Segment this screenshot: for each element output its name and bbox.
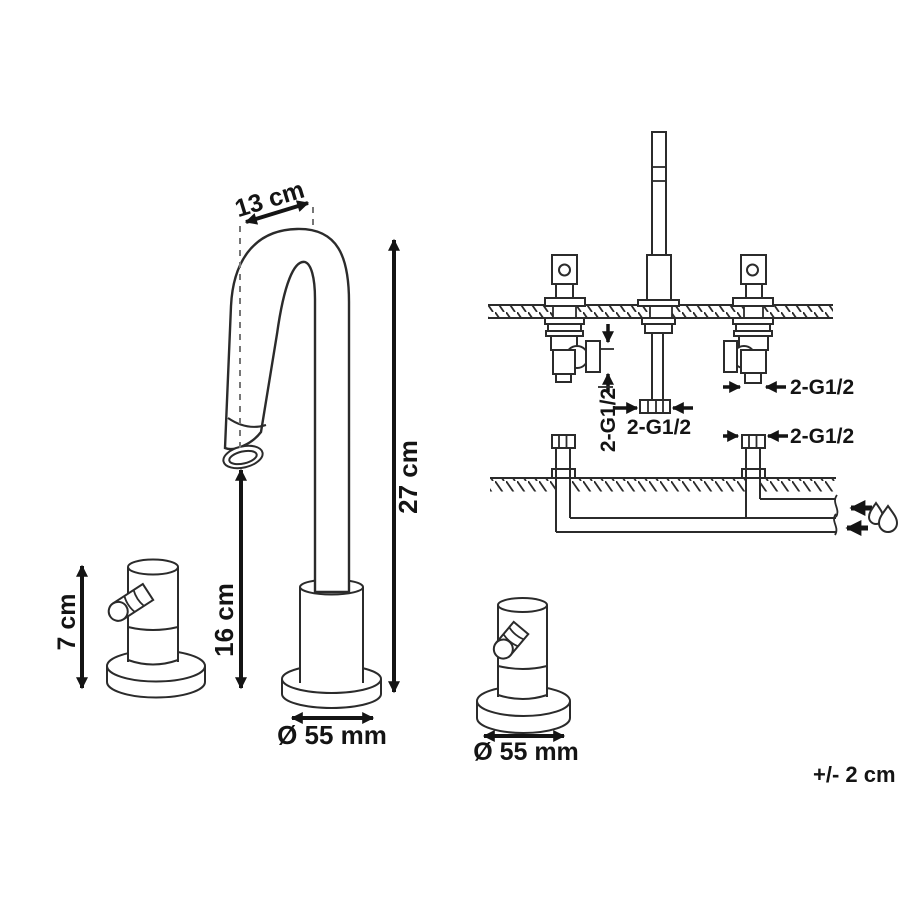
center-thread-end [639, 399, 671, 414]
left-handle-cylinder [127, 558, 179, 666]
faucet-base-flange [281, 664, 382, 709]
faucet-spout [222, 227, 351, 594]
center-connection-label: 2-G1/2 [627, 416, 691, 439]
left-handle [106, 558, 206, 699]
install-right-valve: 2-G1/2 [723, 254, 854, 399]
projection-lines [239, 207, 314, 450]
right-handle-lever [492, 620, 530, 660]
install-center-shaft: 2-G1/2 [614, 131, 693, 439]
water-drops-icon [867, 501, 899, 533]
total-height-dimension: 27 cm [393, 440, 423, 514]
tolerance-note: +/- 2 cm [813, 762, 896, 787]
handle-base-diameter-dimension: Ø 55 mm [473, 738, 579, 766]
supply-connection-label: 2-G1/2 [790, 425, 854, 448]
faucet-body-cylinder [299, 578, 364, 683]
left-handle-lever [107, 582, 155, 622]
spout-aerator-band [227, 417, 267, 428]
pipe-break-upper [834, 494, 839, 518]
install-left-valve: 2-G1/2 [544, 254, 620, 452]
pipe-break-lower [833, 513, 838, 536]
left-handle-flange [106, 649, 206, 699]
supply-wall [490, 477, 836, 492]
installation-schematic: 2-G1/2 2-G1/2 [488, 131, 899, 536]
right-handle [476, 597, 571, 734]
left-valve-connection-label: 2-G1/2 [597, 388, 620, 452]
right-pipe-thread [741, 434, 766, 449]
spout-reach-arrow [244, 200, 310, 225]
left-valve-outlet-cap [585, 340, 601, 373]
main-faucet [222, 227, 382, 709]
dimensions: 13 cm 27 cm 16 cm 7 cm Ø 55 mm Ø 55 mm [53, 176, 579, 766]
handle-height-dimension: 7 cm [53, 594, 81, 651]
right-valve-connection-label: 2-G1/2 [790, 376, 854, 399]
spout-height-dimension: 16 cm [209, 583, 239, 657]
water-inlet-arrows [845, 500, 872, 536]
right-valve-outlet-cap [723, 340, 738, 373]
spout-base-diameter-dimension: Ø 55 mm [277, 720, 387, 750]
supply-pipes: 2-G1/2 [551, 425, 854, 536]
spout-tip-opening [228, 449, 258, 466]
left-pipe-thread [551, 434, 576, 449]
